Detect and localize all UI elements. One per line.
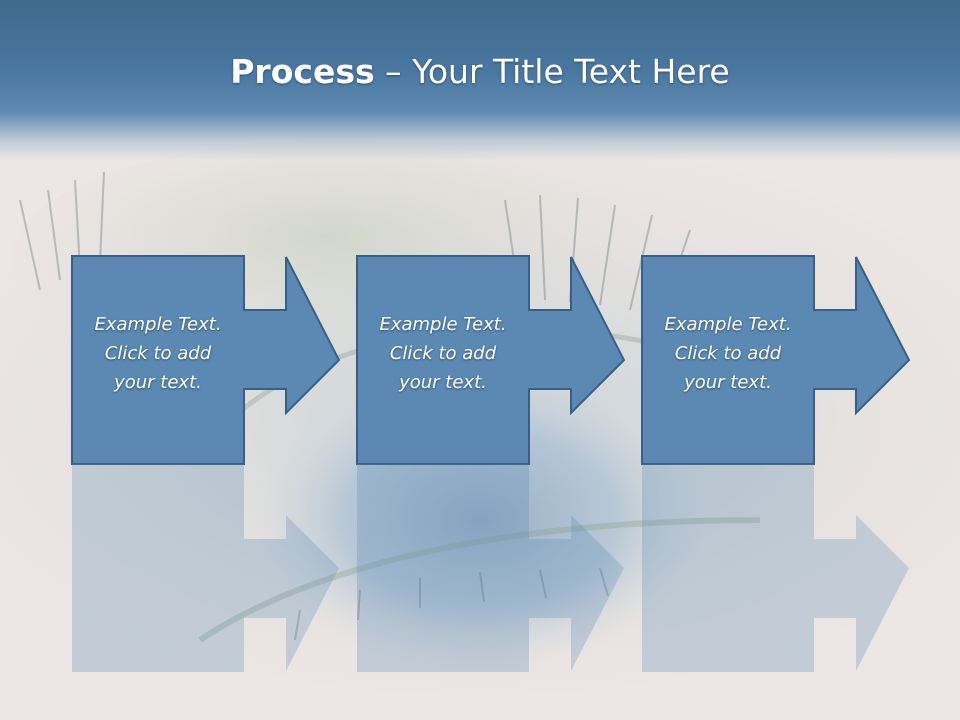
step-1-shape <box>71 255 341 672</box>
step-1-line-3: your text. <box>114 372 202 393</box>
step-1-line-2: Click to add <box>104 343 212 364</box>
step-3-text[interactable]: Example Text. Click to add your text. <box>642 310 814 397</box>
title-rest: – Your Title Text Here <box>374 52 730 91</box>
step-2-line-2: Click to add <box>389 343 497 364</box>
step-2-text[interactable]: Example Text. Click to add your text. <box>357 310 529 397</box>
step-3-line-3: your text. <box>684 372 772 393</box>
arrow-right-icon <box>641 255 911 672</box>
slide-title[interactable]: Process – Your Title Text Here <box>0 52 960 91</box>
title-strong: Process <box>230 52 375 91</box>
step-1-text[interactable]: Example Text. Click to add your text. <box>72 310 244 397</box>
title-bar <box>0 0 960 160</box>
arrow-right-icon <box>356 255 626 672</box>
step-2-line-3: your text. <box>399 372 487 393</box>
step-3-line-1: Example Text. <box>664 314 792 335</box>
step-2-shape <box>356 255 626 672</box>
step-2-line-1: Example Text. <box>379 314 507 335</box>
process-step-2[interactable]: Example Text. Click to add your text. <box>356 255 637 672</box>
arrow-right-icon <box>71 255 341 672</box>
step-3-shape <box>641 255 911 672</box>
step-3-line-2: Click to add <box>674 343 782 364</box>
step-1-line-1: Example Text. <box>94 314 222 335</box>
process-step-3[interactable]: Example Text. Click to add your text. <box>641 255 922 672</box>
process-step-1[interactable]: Example Text. Click to add your text. <box>71 255 352 672</box>
